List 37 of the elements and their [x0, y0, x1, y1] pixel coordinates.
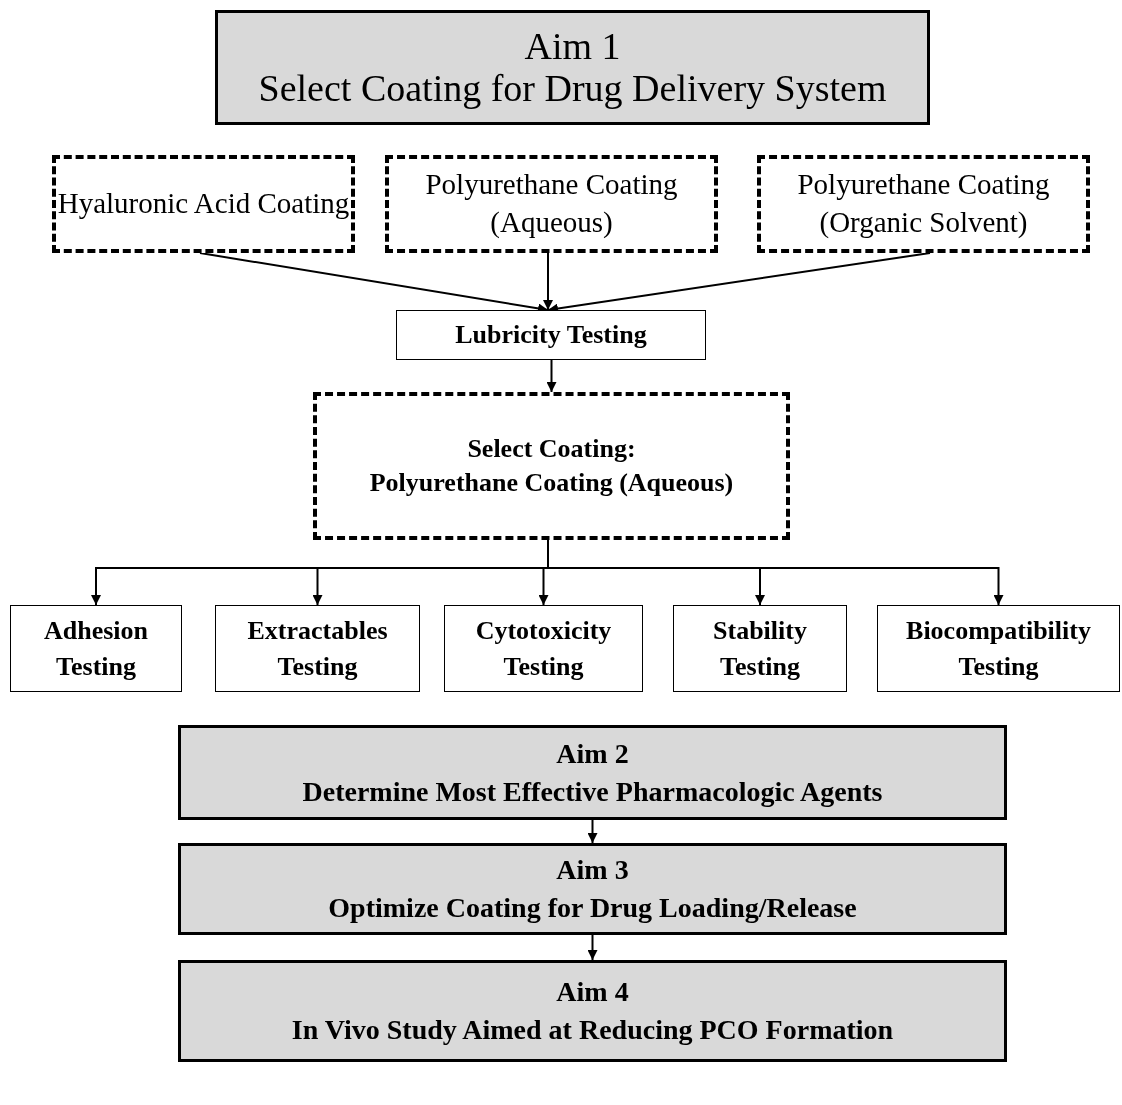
aim-box — [215, 10, 930, 125]
dashed-option-box — [385, 155, 718, 253]
box-text: Hyaluronic Acid Coating — [57, 186, 350, 222]
process-box — [673, 605, 847, 692]
dashed-selection-box — [313, 392, 790, 540]
arrow — [546, 359, 557, 393]
box-heading: Aim 4 — [556, 975, 629, 1010]
arrow — [587, 934, 598, 961]
box-text: Adhesion Testing — [42, 615, 149, 683]
box-text: In Vivo Study Aimed at Reducing PCO Formation — [291, 1013, 894, 1047]
aim-box — [178, 725, 1007, 820]
box-text: Polyurethane Coating (Organic Solvent) — [796, 167, 1051, 240]
box-text: Determine Most Effective Pharmacologic Agents — [302, 774, 883, 809]
arrow — [543, 252, 553, 311]
box-text: Lubricity Testing — [455, 319, 647, 352]
arrow — [587, 819, 598, 844]
aim-box — [178, 960, 1007, 1062]
process-box — [877, 605, 1120, 692]
box-text: Polyurethane Coating (Aqueous) — [424, 167, 679, 240]
box-heading: Aim 2 — [556, 736, 629, 771]
aim-box — [178, 843, 1007, 935]
box-heading: Select Coating: — [467, 433, 636, 466]
process-box — [396, 310, 706, 360]
box-heading: Aim 3 — [556, 853, 629, 888]
box-text: Cytotoxicity Testing — [474, 615, 613, 683]
dashed-option-box — [757, 155, 1090, 253]
dashed-option-box — [52, 155, 355, 253]
box-text: Polyurethane Coating (Aqueous) — [369, 467, 734, 499]
process-box — [444, 605, 643, 692]
box-text: Extractables Testing — [246, 615, 389, 683]
process-box — [10, 605, 182, 692]
box-text: Stability Testing — [712, 615, 808, 683]
box-text: Biocompatibility Testing — [905, 615, 1092, 683]
box-heading: Aim 1 — [524, 25, 621, 68]
box-text: Optimize Coating for Drug Loading/Release — [328, 891, 857, 925]
box-text: Select Coating for Drug Delivery System — [258, 67, 887, 110]
process-box — [215, 605, 420, 692]
